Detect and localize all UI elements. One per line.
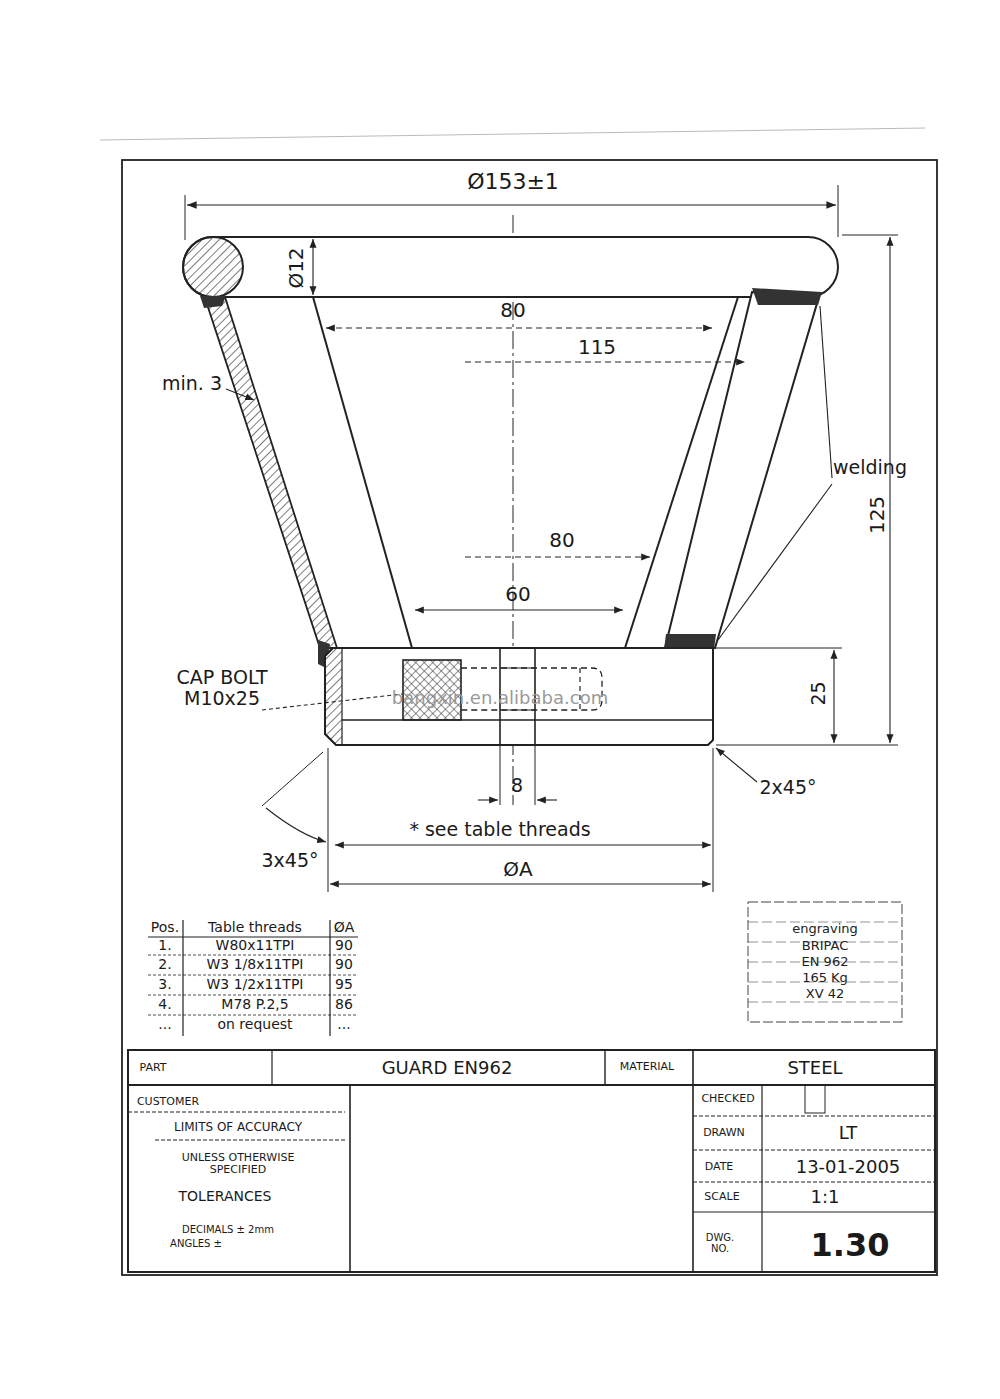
drawing-number: 1.30	[811, 1228, 890, 1263]
table-cell: ...	[337, 1017, 350, 1032]
dimension: 60	[505, 583, 530, 605]
dimension: 25	[808, 681, 829, 705]
engraving-text: 165 Kg	[802, 970, 848, 986]
table-cell: 86	[335, 997, 353, 1012]
title-block-field: TOLERANCES	[179, 1189, 272, 1204]
table-header: Pos.	[151, 920, 179, 935]
weld-note: welding	[833, 457, 907, 478]
title-block-field: SCALE	[704, 1191, 739, 1203]
engraving-text: XV 42	[806, 986, 844, 1002]
engraving-text: BRIPAC	[802, 938, 849, 954]
engraving-text: engraving	[792, 921, 858, 937]
dimension: min. 3	[162, 373, 222, 394]
table-cell: W80x11TPI	[216, 938, 295, 953]
table-cell: 3.	[158, 977, 171, 992]
table-cell: 90	[335, 957, 353, 972]
tolerance-note: DECIMALS ± 2mm	[182, 1224, 274, 1235]
title-block-field: CUSTOMER	[137, 1096, 199, 1108]
title-block-field: MATERIAL	[620, 1061, 674, 1073]
engraving-box: engravingBRIPACEN 962165 KgXV 42	[748, 902, 902, 1022]
date-value: 13-01-2005	[796, 1157, 901, 1177]
chamfer-note: 3x45°	[261, 850, 318, 871]
table-header: ØA	[334, 920, 355, 935]
table-cell: W3 1/8x11TPI	[207, 957, 304, 972]
title-block-field: DATE	[705, 1161, 734, 1173]
scale-value: 1:1	[811, 1187, 840, 1207]
title-block-field: DWG. NO.	[700, 1232, 740, 1254]
table-cell: 1.	[158, 938, 171, 953]
dimension: ØA	[503, 858, 532, 880]
dimension: 125	[866, 496, 888, 534]
dimension: 80	[500, 299, 525, 321]
thread-note: * see table threads	[409, 819, 590, 840]
title-block-field: DRAWN	[703, 1127, 745, 1139]
dimension: 8	[511, 775, 523, 796]
table-cell: on request	[217, 1017, 292, 1032]
title-block-field: PART	[139, 1062, 166, 1074]
title-block-field: CHECKED	[701, 1093, 754, 1105]
title-block-field: LIMITS OF ACCURACY	[174, 1121, 302, 1134]
tolerance-note: ANGLES ±	[170, 1238, 222, 1249]
table-cell: ...	[158, 1017, 171, 1032]
engraving-text: EN 962	[802, 954, 849, 970]
table-header: Table threads	[208, 920, 302, 935]
table-cell: W3 1/2x11TPI	[207, 977, 304, 992]
dimension: 115	[578, 336, 616, 358]
table-cell: 2.	[158, 957, 171, 972]
dimension: 80	[549, 529, 574, 551]
material-value: STEEL	[787, 1058, 842, 1078]
table-cell: M78 P.2,5	[221, 997, 288, 1012]
table-cell: 90	[335, 938, 353, 953]
dimension: Ø153±1	[467, 170, 559, 194]
table-cell: 4.	[158, 997, 171, 1012]
part-callout: CAP BOLT M10x25	[157, 667, 287, 709]
drawn-by: LT	[839, 1123, 858, 1143]
dimension: Ø12	[285, 247, 307, 288]
chamfer-note: 2x45°	[759, 777, 816, 798]
part-name: GUARD EN962	[382, 1058, 513, 1078]
table-cell: 95	[335, 977, 353, 992]
title-block-field: UNLESS OTHERWISE SPECIFIED	[163, 1152, 313, 1176]
watermark: bangxin.en.alibaba.com	[392, 688, 608, 708]
